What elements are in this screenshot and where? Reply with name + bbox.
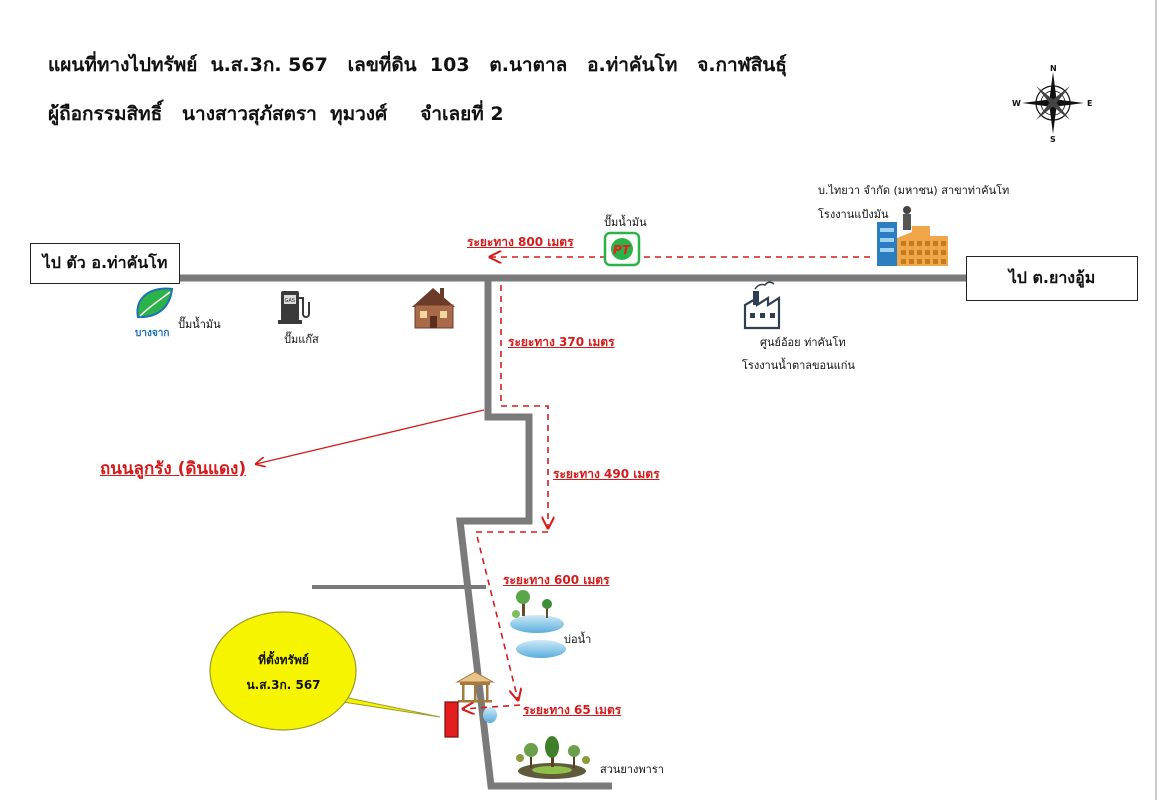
factory2-name: ศูนย์อ้อย ท่าคันโท [760,336,846,349]
pond-icon [510,590,566,658]
tapioca-factory-icon [877,206,948,266]
gas-pump-icon: GAS [278,291,310,324]
small-pond-icon [483,707,497,723]
compass-icon: N S E W [1012,64,1092,144]
map-title: แผนที่ทางไปทรัพย์ น.ส.3ก. 567 เลขที่ดิน … [48,54,787,76]
pt-station-label: ปั๊มน้ำมัน [604,216,647,229]
pt-icon-text: PT [613,243,631,257]
bangchak-label: ปั๊มน้ำมัน [178,318,221,331]
page-border [1155,0,1157,800]
route-600m [474,531,548,700]
distance-65m-label: ระยะทาง 65 เมตร [523,703,622,717]
house-icon [412,288,455,329]
dirt-road-label: ถนนลูกรัง (ดินแดง) [100,459,247,479]
destination-right-box: ไป ต.ยางอู้ม [966,256,1138,301]
owner-line: ผู้ถือกรรมสิทธิ์ นางสาวสุภัสตรา ทุมวงศ์ … [48,103,504,125]
distance-600m-label: ระยะทาง 600 เมตร [503,573,610,587]
sugar-factory-icon [743,281,781,330]
factory1-name: บ.ไทยวา จำกัด (มหาชน) สาขาท่าคันโท [818,184,1010,197]
road-network [178,274,968,790]
distance-800m-label: ระยะทาง 800 เมตร [467,235,574,249]
pavilion-icon [455,671,495,703]
pond-label: บ่อน้ำ [564,633,592,646]
route-370-490m [500,285,548,528]
property-callout-deed: น.ส.3ก. 567 [246,678,321,692]
destination-left-box: ไป ตัว อ.ท่าคันโท [30,243,180,284]
route-path [463,257,870,709]
pt-station-icon: PT [603,231,641,267]
bangchak-logo-icon: บางจาก [135,287,174,339]
gas-icon-text: GAS [285,298,295,304]
property-marker [444,701,459,738]
side-road [456,281,612,790]
compass-e-label: E [1087,99,1092,108]
compass-s-label: S [1050,135,1056,144]
gas-station-label: ปั๊มแก๊ส [284,333,319,346]
route-65m [463,705,521,709]
rubber-plantation-icon [516,736,590,779]
property-callout [209,611,441,731]
distance-490m-label: ระยะทาง 490 เมตร [553,467,660,481]
dirt-road-arrow [256,409,485,464]
compass-n-label: N [1050,64,1057,73]
rubber-plantation-label: สวนยางพารา [600,763,664,776]
distance-370m-label: ระยะทาง 370 เมตร [508,335,615,349]
bangchak-brand-text: บางจาก [135,328,169,339]
factory2-type: โรงงานน้ำตาลขอนแก่น [742,359,855,372]
factory1-type: โรงงานแป้งมัน [818,208,889,221]
property-callout-title: ที่ตั้งทรัพย์ [258,653,309,667]
compass-w-label: W [1012,99,1021,108]
